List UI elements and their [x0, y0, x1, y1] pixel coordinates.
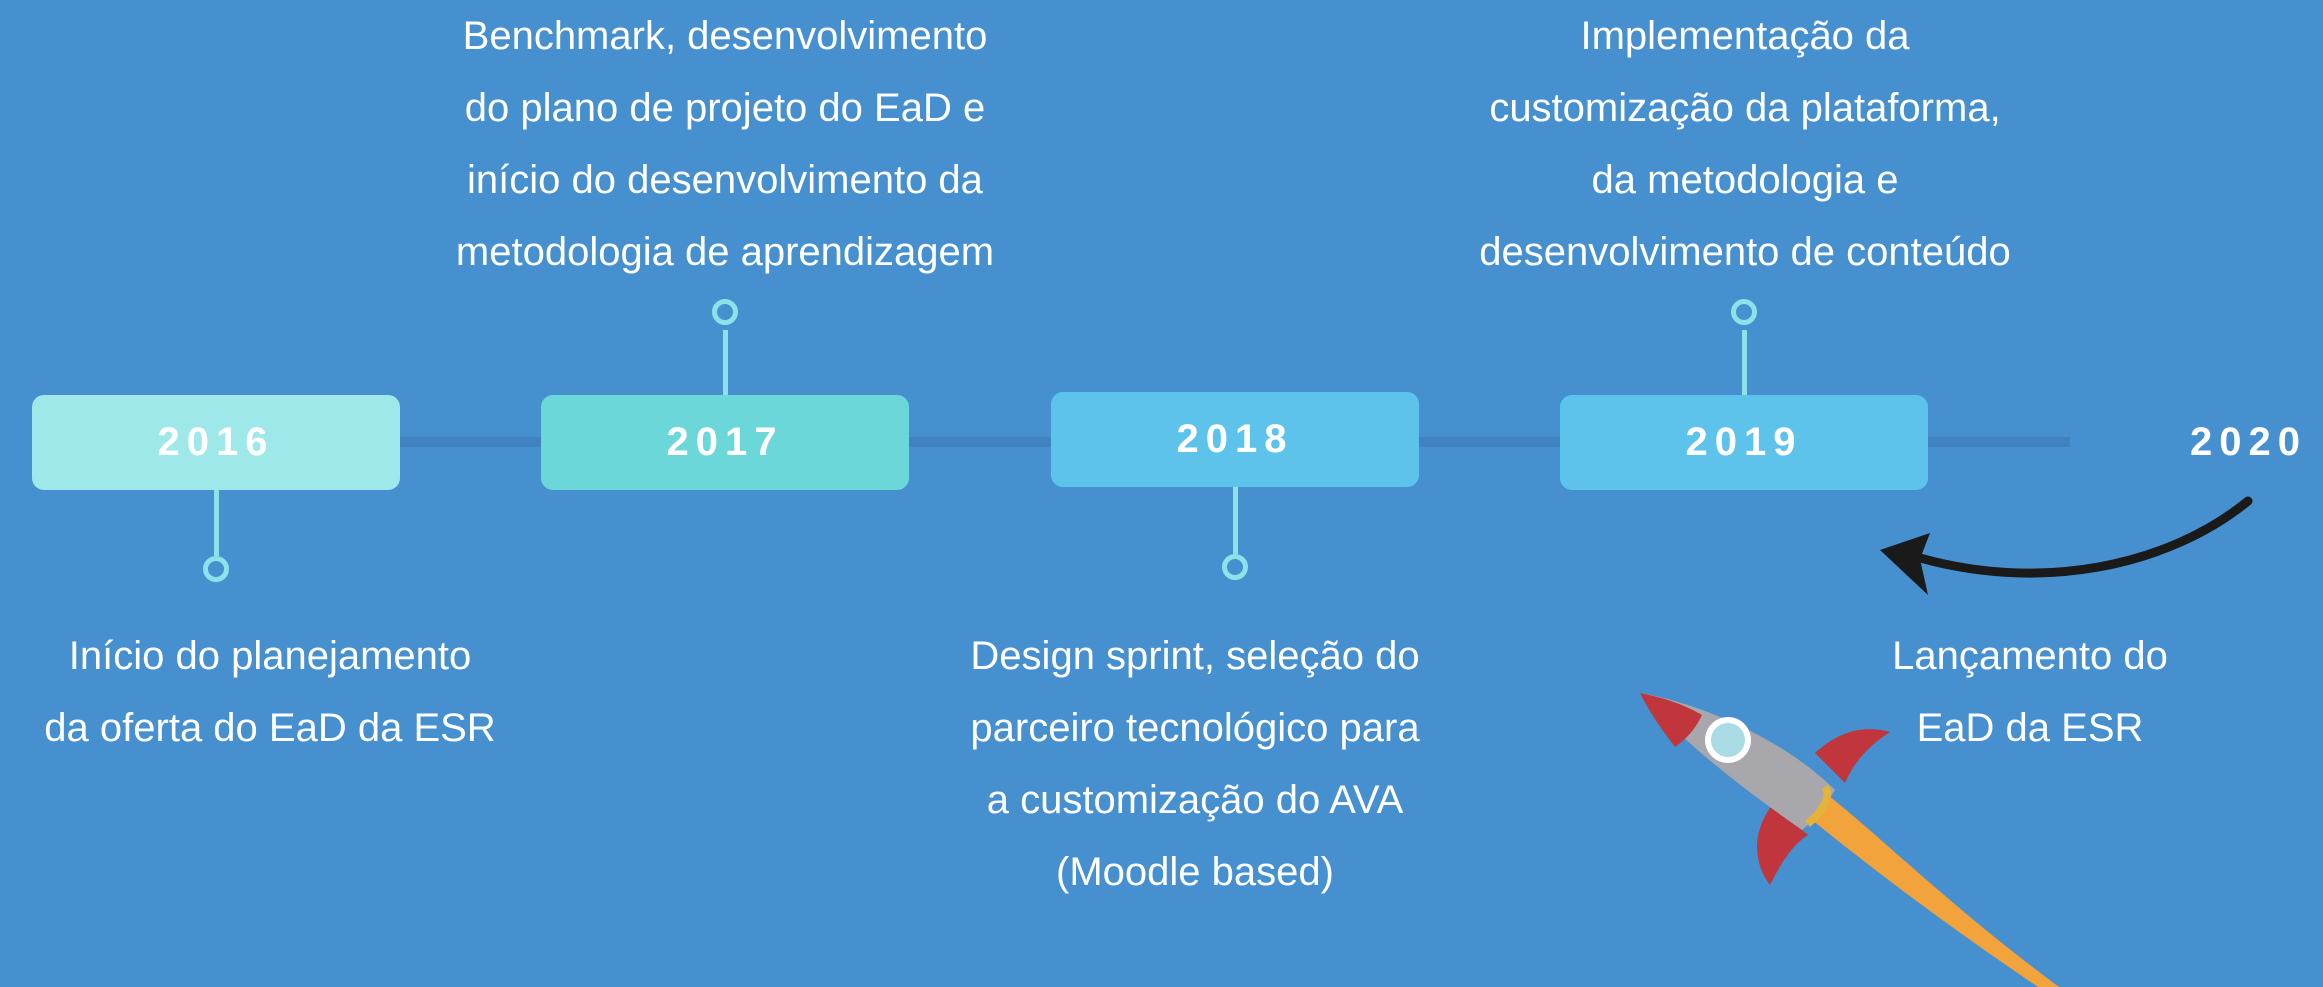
connector-2018 — [1233, 487, 1238, 554]
connector-dot-2018 — [1222, 554, 1248, 580]
year-label-2019: 2019 — [1685, 420, 1803, 464]
milestone-description-2019: Implementação da customização da platafo… — [1479, 14, 2011, 274]
year-label-2018: 2018 — [1176, 417, 1294, 461]
connector-dot-2019 — [1731, 299, 1757, 325]
connector-2017 — [723, 330, 728, 395]
milestone-description-2017: Benchmark, desenvolvimento do plano de p… — [455, 14, 995, 274]
milestone-description-2018: Design sprint, seleção do parceiro tecno… — [970, 634, 1420, 894]
connector-2019 — [1742, 330, 1747, 395]
year-label-2020: 2020 — [2190, 420, 2307, 464]
year-box-2019: 2019 — [1560, 395, 1928, 490]
connector-dot-2016 — [203, 556, 229, 582]
year-box-2017: 2017 — [541, 395, 909, 490]
year-box-2016: 2016 — [32, 395, 400, 490]
rocket-icon — [1640, 693, 2060, 987]
milestone-description-2020: Lançamento do EaD da ESR — [1892, 634, 2168, 750]
curved-arrow-icon — [1880, 496, 2253, 595]
year-label-2016: 2016 — [157, 420, 275, 464]
connector-2016 — [214, 490, 219, 556]
year-box-2018: 2018 — [1051, 392, 1419, 487]
milestone-description-2016: Início do planejamento da oferta do EaD … — [44, 634, 496, 750]
year-label-2017: 2017 — [666, 420, 784, 464]
connector-dot-2017 — [712, 299, 738, 325]
